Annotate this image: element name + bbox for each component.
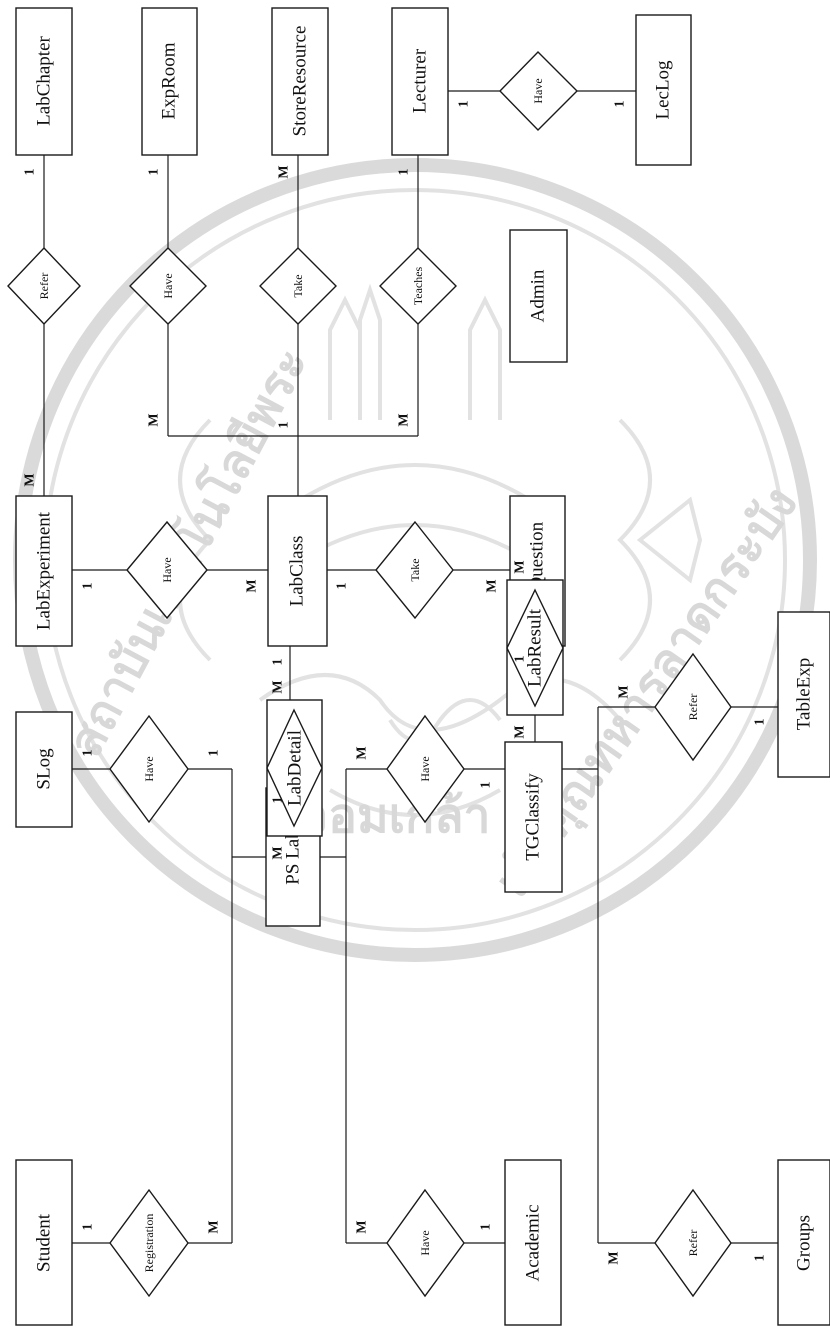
svg-text:SLog: SLog: [34, 748, 55, 790]
svg-text:Have: Have: [531, 78, 545, 103]
card-pslab-labdetail: 1: [271, 797, 286, 804]
entity-exproom: ExpRoom: [142, 8, 197, 155]
card-exproom-have: 1: [147, 169, 162, 176]
relationship-teaches: Teaches: [380, 248, 456, 324]
card-labclass-take: 1: [335, 583, 350, 590]
card-refer-tg-groups: M: [607, 1251, 622, 1264]
card-lecturer-teaches: 1: [397, 169, 412, 176]
svg-text:TableExp: TableExp: [794, 658, 815, 731]
card-have-pslab-academic: M: [355, 1220, 370, 1233]
card-have-pslab-tg: M: [355, 746, 370, 759]
svg-text:TGClassify: TGClassify: [523, 773, 544, 861]
card-tg-labresult: M: [513, 725, 528, 738]
card-labexperiment-have: 1: [81, 583, 96, 590]
card-labquestion-labresult: 1: [513, 656, 528, 663]
svg-text:LabChapter: LabChapter: [34, 35, 55, 125]
card-labdetail-pslab: M: [271, 846, 286, 859]
svg-text:Registration: Registration: [142, 1214, 156, 1273]
entity-storeresource: StoreResource: [272, 8, 328, 155]
svg-text:Have: Have: [161, 273, 175, 298]
card-tgclassify-have: 1: [479, 782, 494, 789]
card-leclog-have: 1: [613, 101, 628, 108]
svg-text:Have: Have: [418, 1230, 432, 1255]
relationship-have-leclog: Have: [500, 52, 577, 130]
labdetail-label: LabDetail: [285, 730, 306, 806]
card-groups-refer: 1: [753, 1255, 768, 1262]
card-student-registration: 1: [81, 1224, 96, 1231]
relationship-take-storeresource: Take: [260, 248, 336, 324]
svg-text:Have: Have: [418, 756, 432, 781]
card-registration-pslab: M: [207, 1220, 222, 1233]
svg-text:LecLog: LecLog: [653, 60, 674, 120]
svg-text:Refer: Refer: [37, 273, 51, 300]
card-labclass-have: M: [245, 579, 260, 592]
entity-slog: SLog: [16, 712, 72, 827]
svg-text:Teaches: Teaches: [411, 266, 425, 305]
svg-text:Refer: Refer: [686, 694, 700, 721]
svg-text:LabExperiment: LabExperiment: [34, 511, 55, 630]
svg-text:Groups: Groups: [794, 1215, 815, 1271]
svg-text:Refer: Refer: [686, 1230, 700, 1257]
entity-groups: Groups: [778, 1160, 830, 1325]
card-slog-have: 1: [81, 750, 96, 757]
entity-tableexp: TableExp: [778, 612, 830, 777]
svg-text:Have: Have: [142, 756, 156, 781]
card-labresult-labquestion: M: [513, 560, 528, 573]
entity-tgclassify: TGClassify: [505, 742, 562, 892]
card-labdetail-labclass: M: [271, 680, 286, 693]
entity-labclass: LabClass: [268, 496, 327, 646]
svg-text:Take: Take: [291, 274, 305, 297]
card-refer-tg-tableexp: M: [617, 685, 632, 698]
svg-text:Admin: Admin: [528, 269, 549, 322]
svg-text:Have: Have: [160, 557, 174, 582]
relationship-refer-groups: Refer: [655, 1190, 731, 1296]
relationship-take-labquestion: Take: [376, 522, 453, 618]
card-labclass-labdetail: 1: [271, 659, 286, 666]
card-bus-have-exproom: M: [147, 413, 162, 426]
card-academic-have: 1: [479, 1224, 494, 1231]
svg-text:StoreResource: StoreResource: [290, 26, 311, 137]
relationship-registration: Registration: [110, 1190, 188, 1296]
card-tableexp-refer: 1: [753, 719, 768, 726]
entity-labchapter: LabChapter: [16, 8, 72, 155]
entity-lecturer: Lecturer: [392, 8, 448, 155]
card-storeresource-take: M: [277, 165, 292, 178]
entity-leclog: LecLog: [636, 15, 691, 165]
card-bus-teaches: M: [397, 413, 412, 426]
svg-text:ExpRoom: ExpRoom: [159, 42, 180, 119]
watermark-text-bottom: จอมเกล้า: [300, 788, 490, 844]
svg-text:PS Lab: PS Lab: [283, 829, 304, 884]
svg-text:Student: Student: [34, 1213, 55, 1272]
entity-academic: Academic: [505, 1160, 561, 1325]
card-labquestion-take: M: [485, 579, 500, 592]
svg-text:LabClass: LabClass: [287, 536, 308, 607]
entity-labexperiment: LabExperiment: [16, 496, 72, 646]
relationship-have-academic: Have: [387, 1190, 464, 1296]
svg-text:Academic: Academic: [523, 1204, 544, 1281]
entity-admin: Admin: [510, 230, 567, 362]
entity-student: Student: [16, 1160, 72, 1325]
card-labexperiment-refer: M: [23, 473, 38, 486]
card-bus-take: 1: [277, 422, 292, 429]
svg-text:Take: Take: [408, 558, 422, 581]
card-labchapter-refer: 1: [23, 169, 38, 176]
card-lecturer-have: 1: [457, 101, 472, 108]
relationship-refer-labchapter: Refer: [8, 248, 80, 324]
svg-text:Lecturer: Lecturer: [410, 48, 431, 113]
card-have-pslab-slog: 1: [207, 750, 222, 757]
labresult-label: LabResult: [525, 608, 546, 687]
